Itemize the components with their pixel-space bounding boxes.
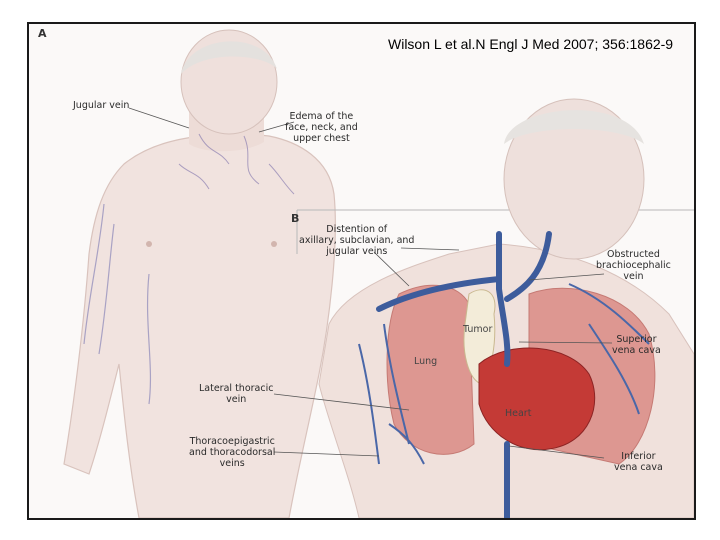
- label-inferior-vena-cava: Inferior vena cava: [614, 451, 663, 473]
- panel-a-label: A: [38, 27, 47, 40]
- citation: Wilson L et al.N Engl J Med 2007; 356:18…: [388, 36, 674, 52]
- label-superior-vena-cava: Superior vena cava: [612, 334, 661, 356]
- panel-a-figure: [63, 29, 336, 518]
- label-tumor: Tumor: [463, 324, 493, 335]
- leader-lines: [128, 107, 613, 459]
- label-jugular-vein: Jugular vein: [73, 100, 130, 111]
- panel-b-inset: [296, 98, 694, 518]
- figure-a-hair: [181, 41, 277, 74]
- left-lung: [386, 284, 475, 455]
- figure-frame: A B Jugular vein Edema of the face, neck…: [27, 22, 696, 520]
- label-thoracoepigastric: Thoracoepigastric and thoracodorsal vein…: [189, 436, 276, 469]
- panel-b-label: B: [291, 212, 300, 225]
- heart-shape: [478, 347, 596, 451]
- label-distention: Distention of axillary, subclavian, and …: [299, 224, 415, 257]
- label-edema: Edema of the face, neck, and upper chest: [285, 111, 358, 144]
- label-obstructed-vein: Obstructed brachiocephalic vein: [596, 249, 671, 282]
- label-lung: Lung: [414, 356, 438, 367]
- label-heart: Heart: [505, 408, 532, 419]
- collateral-veins: [358, 283, 650, 465]
- neck-edema-veins: [178, 133, 295, 195]
- vena-cava-veins: [376, 231, 552, 518]
- figure-b-head: [503, 98, 645, 260]
- arm-veins-a: [83, 203, 152, 405]
- label-lateral-thoracic-vein: Lateral thoracic vein: [199, 383, 274, 405]
- figure-a-body: [63, 131, 336, 518]
- illustration: [63, 29, 694, 518]
